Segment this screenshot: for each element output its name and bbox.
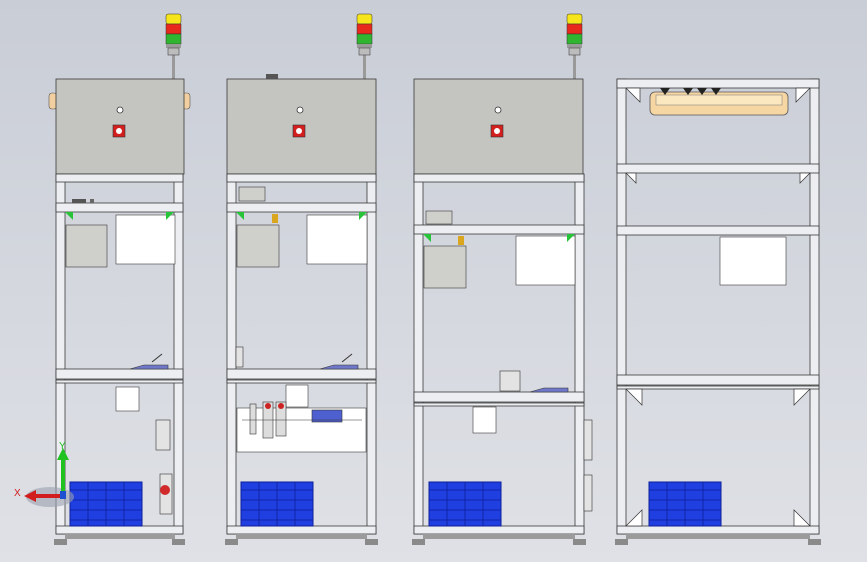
storage-bin — [428, 481, 502, 527]
electrical-cabinet — [48, 78, 191, 175]
coordinate-triad: X Y — [14, 441, 74, 507]
x-axis-label: X — [14, 488, 21, 499]
signal-tower-light — [356, 13, 373, 80]
machine-view-4 — [615, 78, 821, 545]
machine-view-3 — [412, 13, 593, 545]
aluminum-frame — [225, 173, 378, 545]
aluminum-frame — [615, 78, 821, 545]
electrical-cabinet — [226, 74, 377, 175]
machine-view-2 — [225, 13, 378, 545]
electrical-cabinet — [413, 78, 584, 175]
top-light-fixture — [649, 88, 789, 116]
storage-bin — [69, 481, 143, 527]
storage-bin — [240, 481, 314, 527]
storage-bin — [648, 481, 722, 527]
signal-tower-light — [566, 13, 583, 80]
blank-panel — [115, 214, 176, 265]
signal-tower-light — [165, 13, 182, 80]
aluminum-frame — [412, 173, 586, 545]
y-axis-label: Y — [59, 441, 66, 452]
mounting-plate — [65, 224, 108, 268]
machine-view-1 — [48, 13, 191, 545]
pneumatic-panel — [236, 401, 367, 453]
